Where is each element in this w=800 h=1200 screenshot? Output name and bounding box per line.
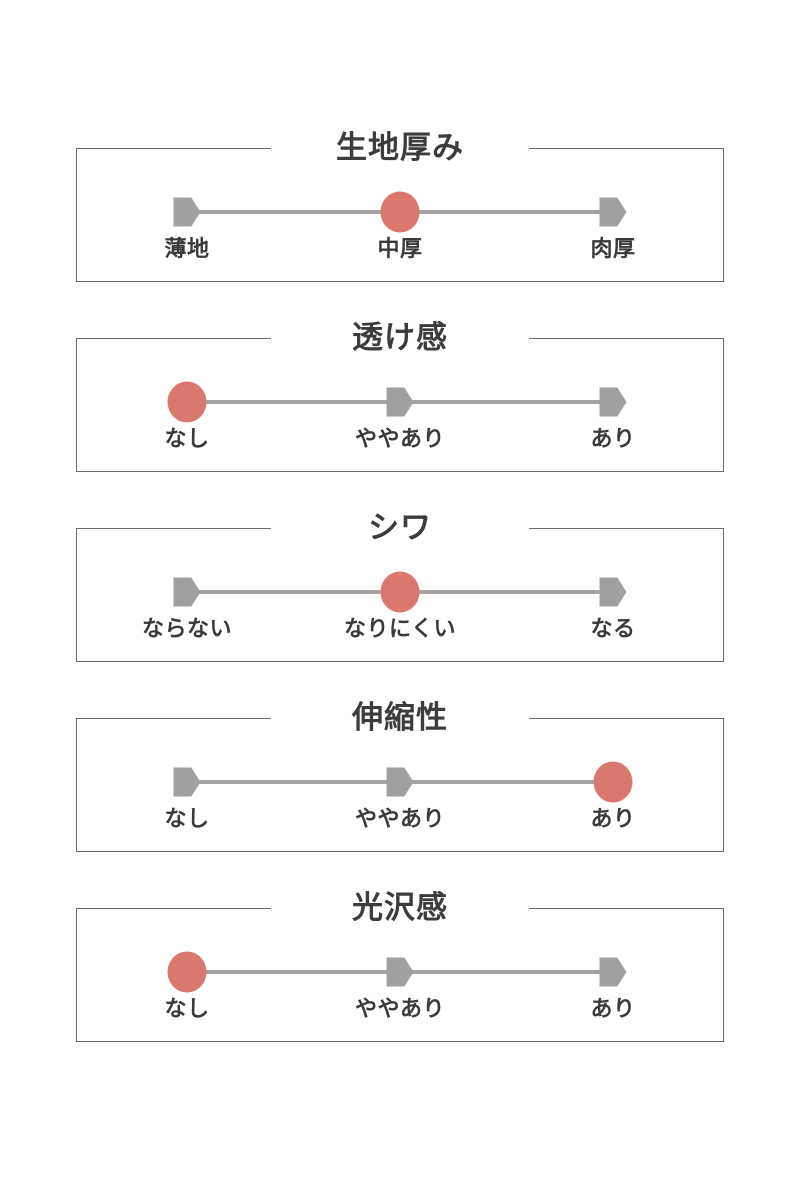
active-marker-icon[interactable]: [167, 381, 207, 423]
scale-stop-label: なし: [164, 807, 210, 832]
panel-border-top-r: [529, 718, 724, 720]
active-marker-icon[interactable]: [380, 191, 420, 233]
panel-title: 伸縮性: [336, 702, 464, 735]
panel-border-left: [76, 148, 78, 282]
panel-border-top-l: [76, 718, 271, 720]
scale-stop-label: ならない: [141, 617, 233, 642]
panel-border-top-r: [529, 148, 724, 150]
inactive-marker-icon[interactable]: [599, 197, 627, 227]
attribute-panel: 透け感なし ややあり あり: [76, 322, 724, 472]
scale-stop-label: あり: [590, 807, 636, 832]
panel-border-bottom: [76, 280, 724, 282]
scale-stop-label: 中厚: [377, 237, 423, 262]
panel-border-left: [76, 718, 78, 852]
scale-stop-label: 肉厚: [590, 237, 636, 262]
panel-title: シワ: [352, 512, 448, 545]
panel-border-bottom: [76, 660, 724, 662]
active-marker-icon[interactable]: [380, 571, 420, 613]
scale-stop-label: あり: [590, 427, 636, 452]
panel-border-left: [76, 528, 78, 662]
inactive-marker-icon[interactable]: [599, 387, 627, 417]
inactive-marker-icon[interactable]: [386, 767, 414, 797]
panel-border-right: [722, 148, 724, 282]
panel-border-top-l: [76, 148, 271, 150]
scale-stop-label: なる: [590, 617, 636, 642]
panel-border-left: [76, 908, 78, 1042]
panel-border-bottom: [76, 850, 724, 852]
panel-border-bottom: [76, 1040, 724, 1042]
panel-border-left: [76, 338, 78, 472]
attribute-panel: 光沢感なし ややあり あり: [76, 892, 724, 1042]
scale-stop-label: 薄地: [164, 237, 210, 262]
scale-stop-label: ややあり: [354, 427, 446, 452]
inactive-marker-icon[interactable]: [599, 577, 627, 607]
panel-title: 透け感: [336, 322, 464, 355]
panel-border-top-r: [529, 338, 724, 340]
panel-border-top-l: [76, 338, 271, 340]
panel-border-top-r: [529, 528, 724, 530]
inactive-marker-icon[interactable]: [173, 197, 201, 227]
panel-border-right: [722, 908, 724, 1042]
attribute-panel: 伸縮性なし ややあり あり: [76, 702, 724, 852]
attribute-panel: シワならない なりにくい なる: [76, 512, 724, 662]
panel-title: 光沢感: [336, 892, 464, 925]
panel-border-top-r: [529, 908, 724, 910]
panel-border-bottom: [76, 470, 724, 472]
inactive-marker-icon[interactable]: [386, 387, 414, 417]
inactive-marker-icon[interactable]: [173, 577, 201, 607]
active-marker-icon[interactable]: [167, 951, 207, 993]
scale-stop-label: あり: [590, 997, 636, 1022]
panel-border-right: [722, 718, 724, 852]
inactive-marker-icon[interactable]: [173, 767, 201, 797]
scale-stop-label: なりにくい: [343, 617, 457, 642]
panel-border-right: [722, 528, 724, 662]
inactive-marker-icon[interactable]: [599, 957, 627, 987]
active-marker-icon[interactable]: [593, 761, 633, 803]
panel-border-right: [722, 338, 724, 472]
panel-title: 生地厚み: [320, 132, 480, 165]
inactive-marker-icon[interactable]: [386, 957, 414, 987]
scale-stop-label: ややあり: [354, 807, 446, 832]
scale-stop-label: なし: [164, 427, 210, 452]
panel-border-top-l: [76, 528, 271, 530]
panel-border-top-l: [76, 908, 271, 910]
scale-stop-label: なし: [164, 997, 210, 1022]
scale-stop-label: ややあり: [354, 997, 446, 1022]
attribute-panel: 生地厚み薄地 中厚 肉厚: [76, 132, 724, 282]
